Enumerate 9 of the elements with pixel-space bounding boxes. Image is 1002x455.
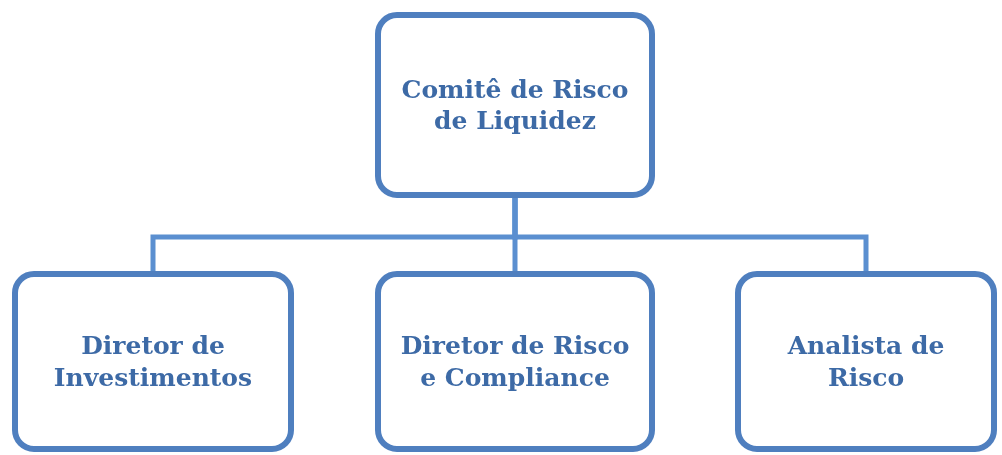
role-title: Diretor de Risco e Compliance <box>399 330 631 393</box>
org-box <box>12 271 294 452</box>
org-box <box>375 12 655 198</box>
connector-line <box>512 195 869 274</box>
role-title: Analista de Risco <box>786 330 946 393</box>
org-box <box>375 271 655 452</box>
org-box <box>735 271 997 452</box>
role-title: Diretor de Investimentos <box>52 330 254 393</box>
role-title: Comitê de Risco de Liquidez <box>400 73 630 137</box>
